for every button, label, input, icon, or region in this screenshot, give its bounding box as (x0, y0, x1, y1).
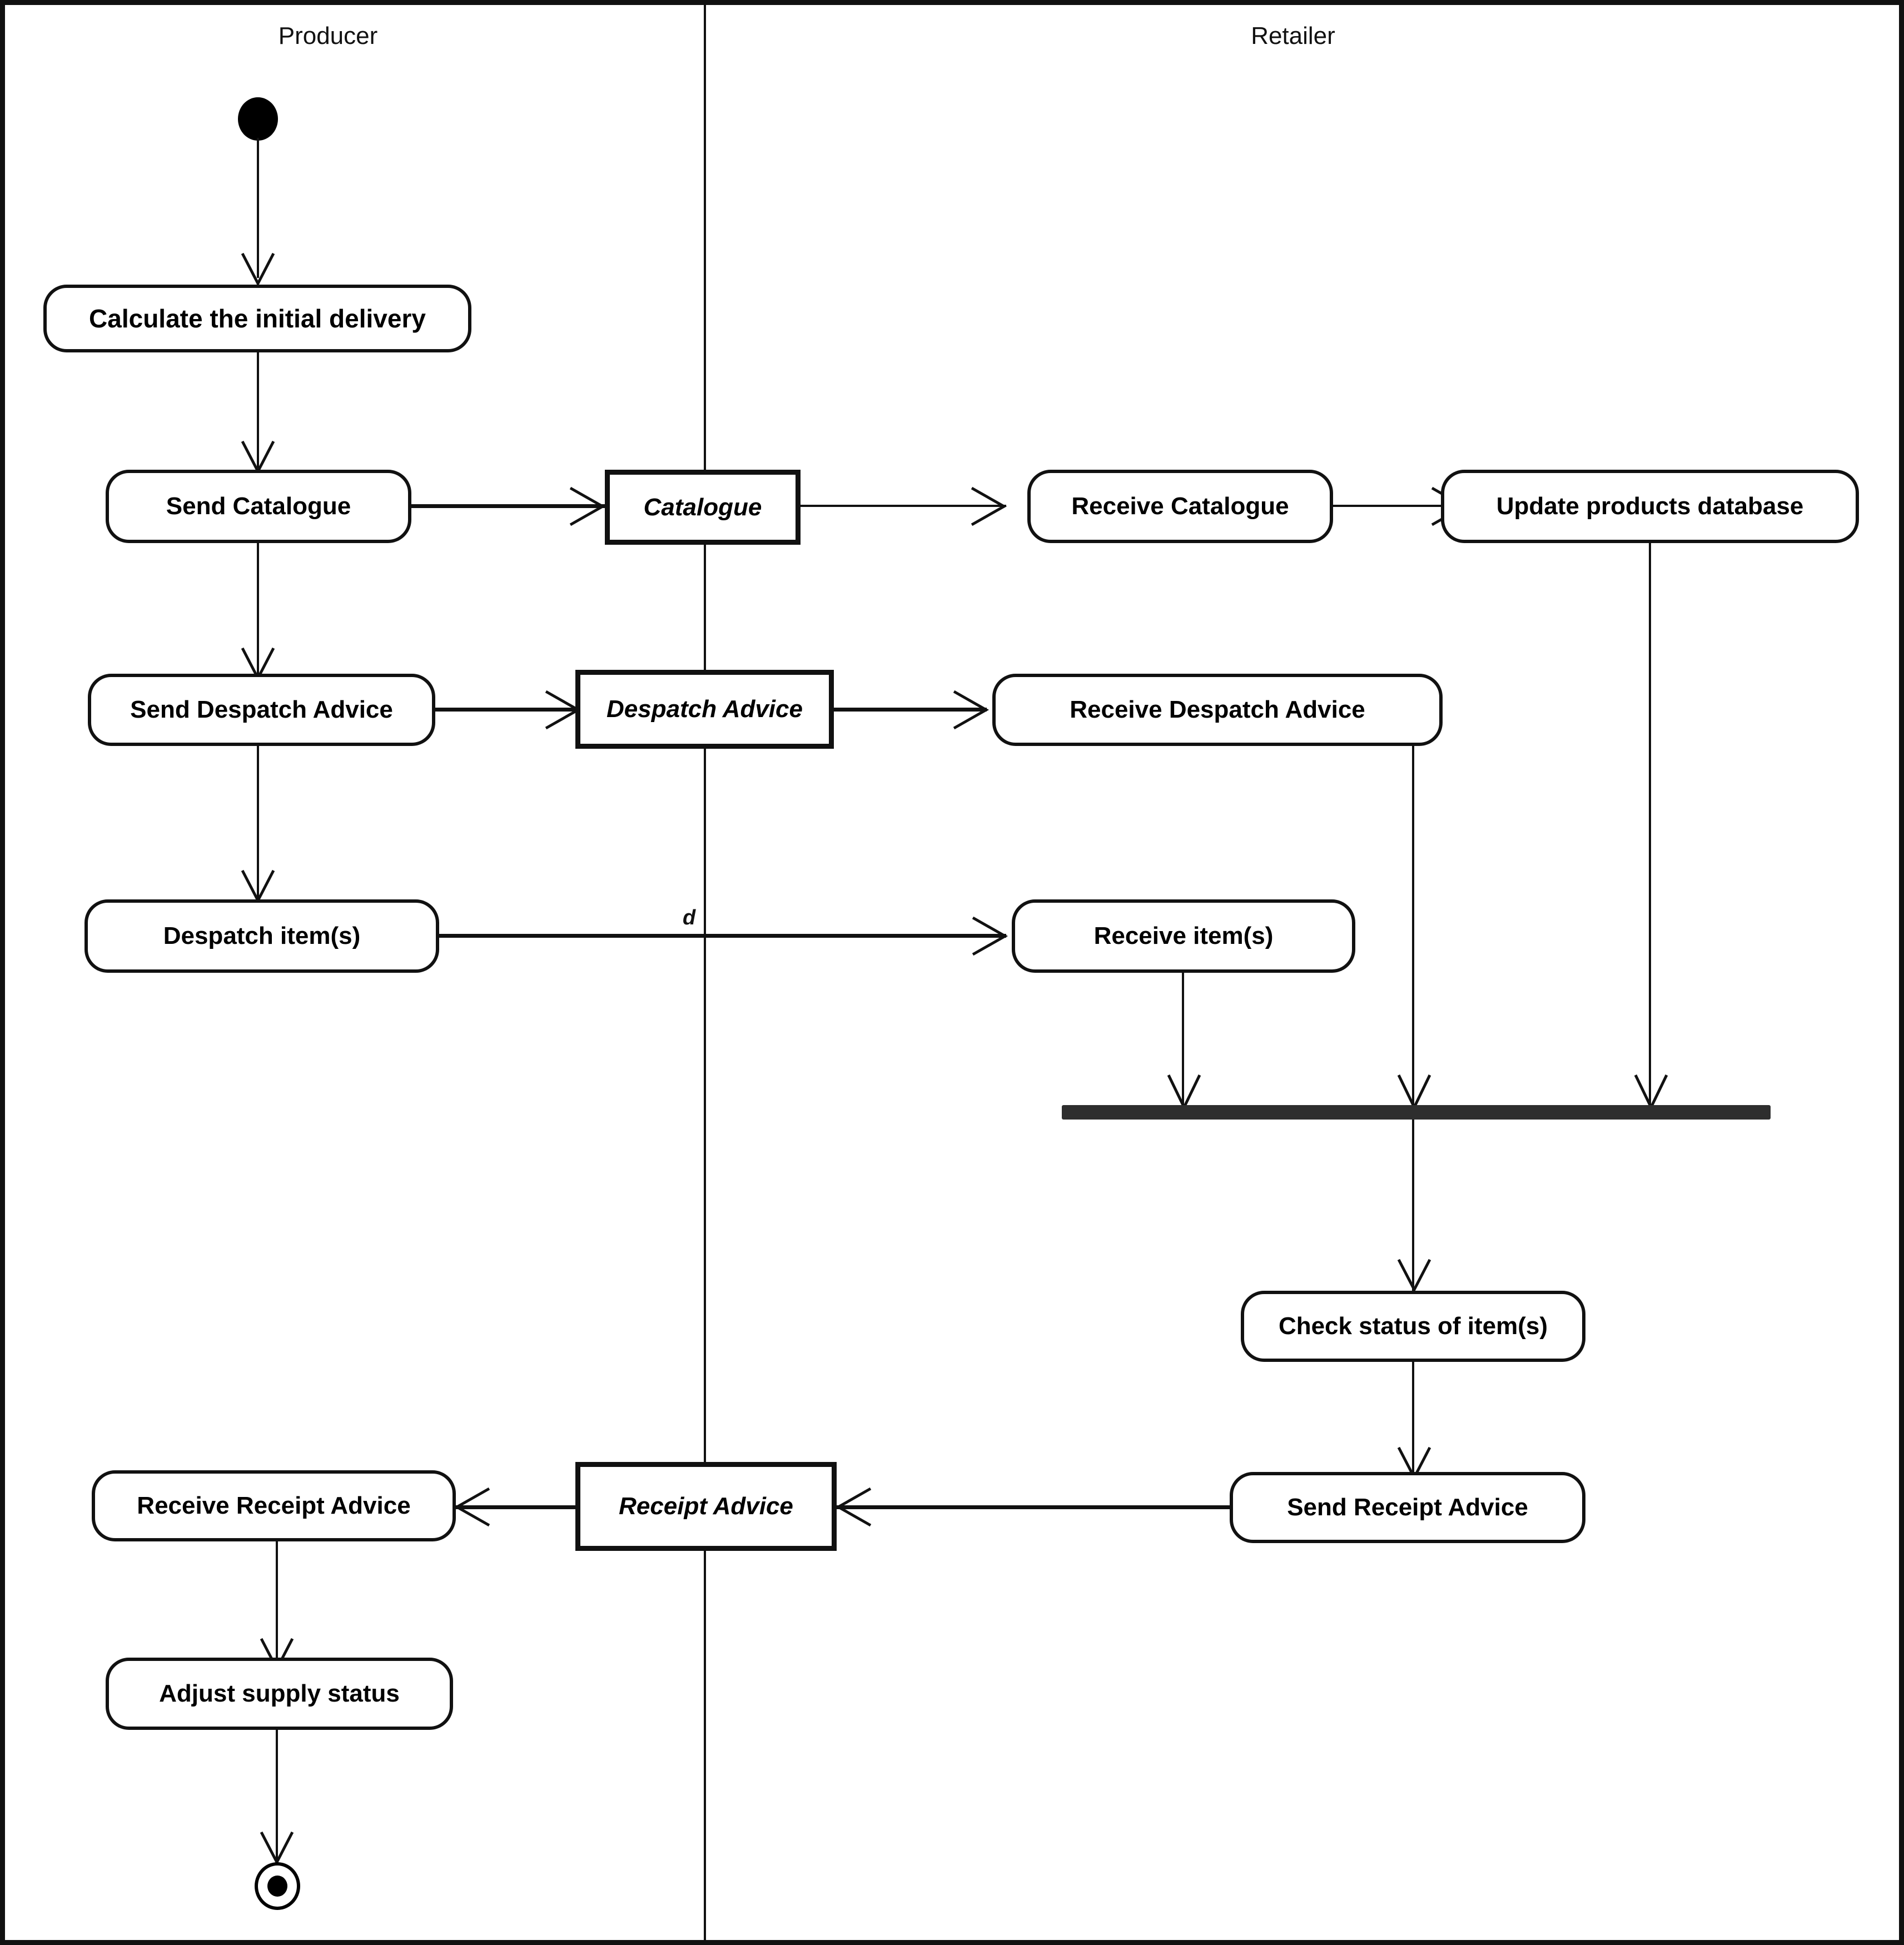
swimlane-title-retailer: Retailer (1251, 22, 1335, 49)
join-bar (1062, 1105, 1771, 1120)
object-node-catalogue[interactable]: Catalogue (605, 470, 801, 545)
object-node-receipt-advice[interactable]: Receipt Advice (575, 1462, 837, 1551)
action-adjust-supply-status[interactable]: Adjust supply status (106, 1658, 453, 1730)
final-node (255, 1862, 300, 1910)
action-send-despatch-advice[interactable]: Send Despatch Advice (88, 674, 435, 746)
edge-calculate-to-send-catalogue (257, 352, 259, 468)
edge-receipt-advice-object-to-receive (456, 1505, 577, 1509)
action-update-products-database[interactable]: Update products database (1441, 470, 1859, 543)
edge-send-catalogue-to-send-despatch-advice (257, 543, 259, 675)
edge-adjust-supply-status-to-final (276, 1730, 278, 1864)
action-calculate-initial-delivery[interactable]: Calculate the initial delivery (43, 285, 471, 352)
swimlane-divider (704, 5, 706, 1940)
edge-send-despatch-advice-to-despatch-items (257, 746, 259, 901)
edge-send-receipt-advice-to-object (837, 1505, 1231, 1509)
edge-label-despatch-items-crossing: d (683, 906, 696, 929)
initial-node (238, 97, 278, 141)
edge-receive-catalogue-to-update-products-database (1333, 505, 1466, 507)
swimlane-title-producer: Producer (278, 22, 378, 49)
edge-receive-despatch-advice-to-join (1412, 746, 1414, 1109)
edge-despatch-advice-object-to-receive (834, 708, 987, 712)
object-node-despatch-advice[interactable]: Despatch Advice (575, 670, 834, 749)
action-receive-receipt-advice[interactable]: Receive Receipt Advice (92, 1470, 456, 1541)
edge-check-status-to-send-receipt-advice (1412, 1362, 1414, 1480)
action-check-status-of-items[interactable]: Check status of item(s) (1241, 1291, 1585, 1362)
action-receive-despatch-advice[interactable]: Receive Despatch Advice (992, 674, 1443, 746)
edge-receive-receipt-advice-to-adjust-supply-status (276, 1541, 278, 1670)
edge-join-to-check-status (1412, 1120, 1414, 1292)
edge-update-db-to-join (1649, 543, 1651, 1109)
edge-receive-items-to-join (1182, 973, 1184, 1109)
action-receive-catalogue[interactable]: Receive Catalogue (1027, 470, 1333, 543)
final-node-inner-dot (267, 1876, 287, 1897)
action-despatch-items[interactable]: Despatch item(s) (84, 899, 439, 973)
edge-initial-to-calculate (257, 138, 259, 278)
action-receive-items[interactable]: Receive item(s) (1012, 899, 1355, 973)
action-send-catalogue[interactable]: Send Catalogue (106, 470, 411, 543)
edge-send-despatch-advice-to-object (435, 708, 577, 712)
action-send-receipt-advice[interactable]: Send Receipt Advice (1230, 1472, 1585, 1543)
edge-catalogue-object-to-receive-catalogue (801, 505, 1006, 507)
edge-despatch-items-to-receive-items (439, 934, 1006, 938)
edge-send-catalogue-to-catalogue-object (411, 504, 605, 508)
